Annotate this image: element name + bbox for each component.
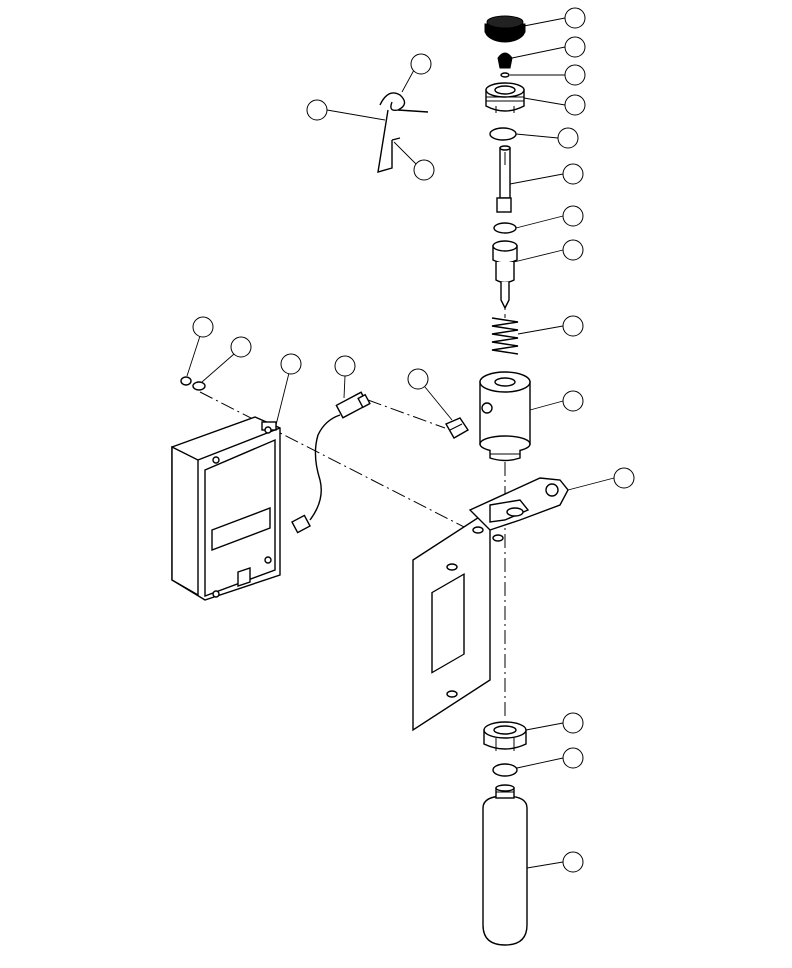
callout-balloon[interactable] [562, 163, 584, 185]
callout-balloon[interactable] [557, 127, 579, 149]
gland-nut-part[interactable] [485, 82, 525, 113]
o-ring-upper-part[interactable] [489, 127, 517, 141]
plug-part[interactable] [497, 52, 513, 69]
valve-block-part[interactable] [479, 371, 531, 462]
callout-balloon[interactable] [562, 712, 584, 734]
spring-part[interactable] [491, 317, 519, 355]
lower-nut-part[interactable] [483, 721, 527, 751]
callout-balloon[interactable] [280, 353, 302, 375]
callout-balloon[interactable] [230, 336, 252, 358]
small-washer-left-part[interactable] [192, 381, 206, 391]
valve-pin-part[interactable] [492, 240, 518, 310]
callout-balloon[interactable] [564, 7, 586, 29]
fitting-part[interactable] [445, 417, 469, 439]
callout-balloon[interactable] [562, 747, 584, 769]
sensor-cable-part[interactable] [291, 391, 371, 534]
callout-balloon[interactable] [562, 205, 584, 227]
callout-balloon[interactable] [413, 159, 435, 181]
small-washer-part[interactable] [500, 72, 510, 78]
callout-balloon[interactable] [562, 851, 584, 873]
callout-balloon[interactable] [564, 64, 586, 86]
wire-clip-part[interactable] [377, 92, 429, 173]
callout-balloon[interactable] [306, 99, 328, 121]
control-box-part[interactable] [171, 416, 281, 601]
o-ring-middle-part[interactable] [493, 222, 517, 234]
piston-rod-part[interactable] [496, 145, 512, 213]
callout-balloon[interactable] [562, 390, 584, 412]
callout-balloon[interactable] [334, 355, 356, 377]
mounting-bracket-part[interactable] [412, 477, 569, 732]
small-nut-part[interactable] [180, 376, 192, 386]
callout-balloon[interactable] [564, 94, 586, 116]
callout-balloons [186, 7, 635, 873]
callout-balloon[interactable] [407, 368, 429, 390]
callout-balloon[interactable] [613, 467, 635, 489]
lower-washer-part[interactable] [492, 763, 518, 777]
callout-balloon[interactable] [410, 53, 432, 75]
callout-balloon[interactable] [564, 36, 586, 58]
callout-balloon[interactable] [562, 315, 584, 337]
callout-balloon[interactable] [562, 239, 584, 261]
top-cap-part[interactable] [484, 15, 526, 43]
callout-balloon[interactable] [192, 316, 214, 338]
cylinder-part[interactable] [482, 784, 528, 946]
